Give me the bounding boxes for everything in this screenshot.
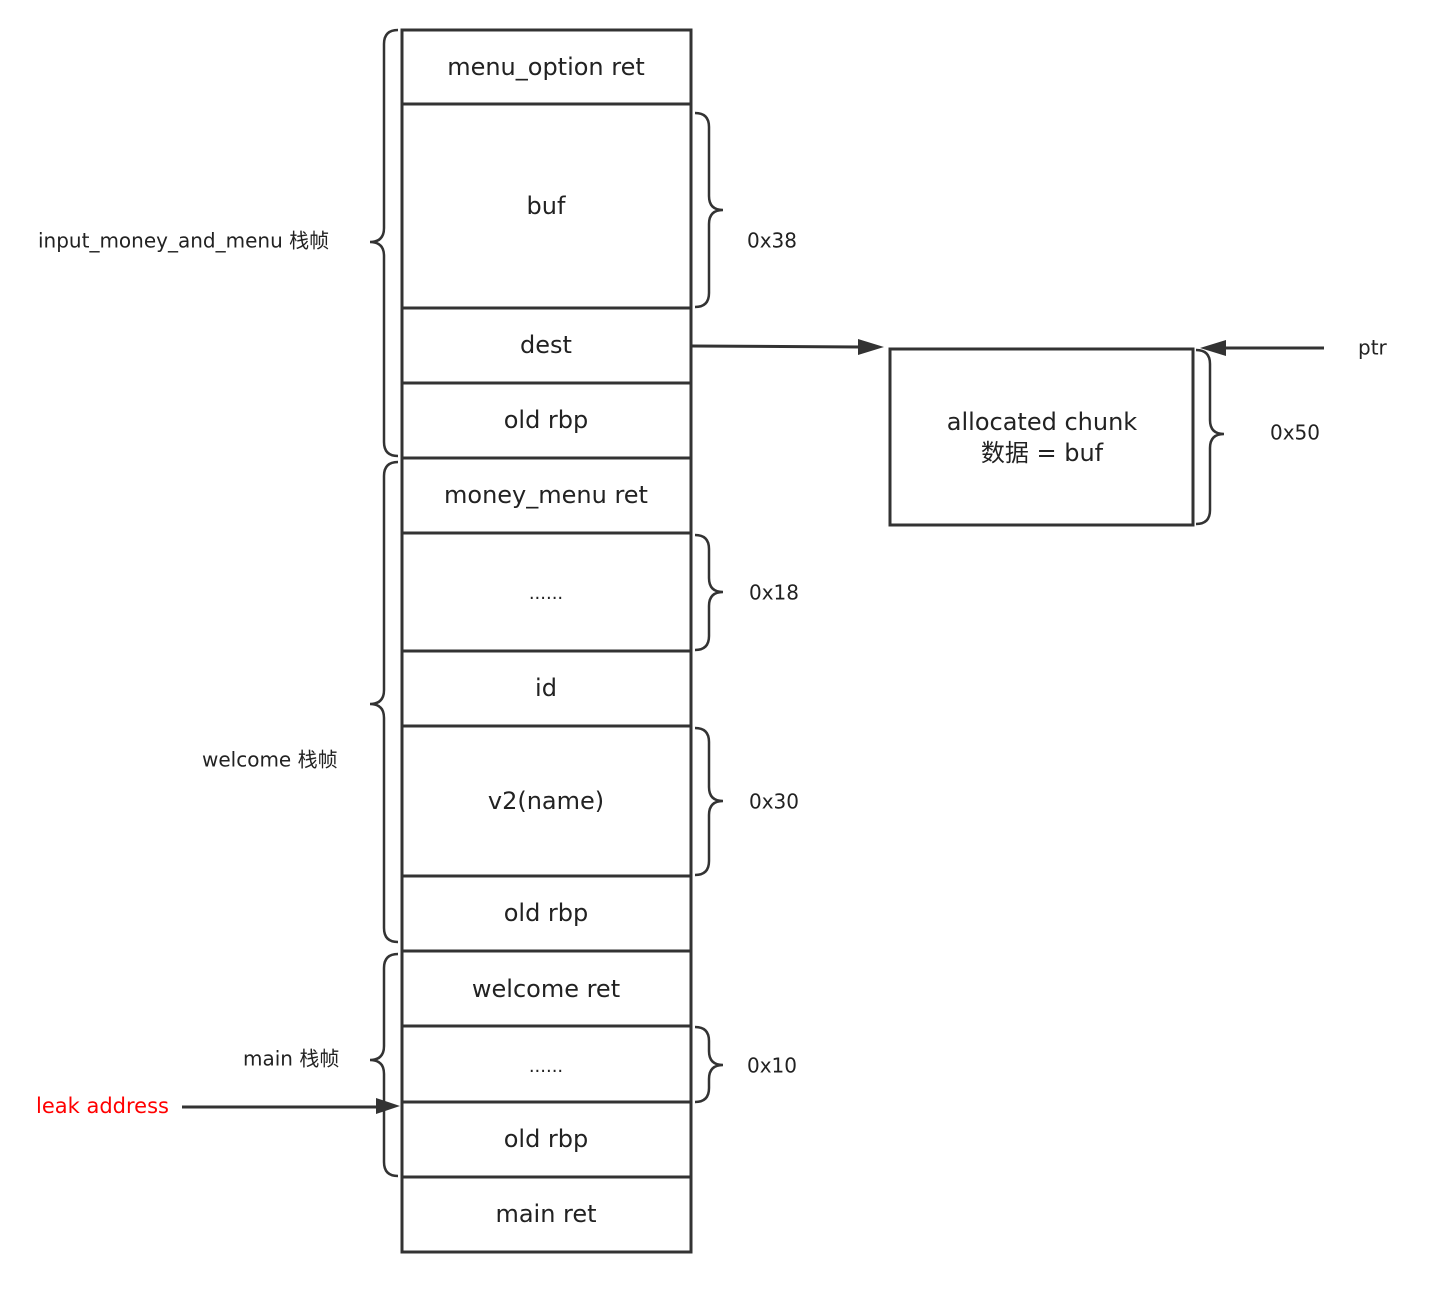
ptr-label: ptr [1358,336,1388,360]
leak-address-label: leak address [36,1094,169,1118]
size-label-chunk: 0x50 [1270,421,1320,445]
size-brace-chunk [1195,348,1225,526]
cell-old-rbp-2: old rbp [504,899,589,927]
frame-label-main: main 栈帧 [243,1047,339,1071]
stack-column [400,28,693,1254]
cell-dest: dest [520,331,572,359]
frame-brace-main [369,952,399,1178]
size-label-padding-2: 0x10 [747,1054,797,1078]
cell-buf: buf [527,192,566,220]
cell-old-rbp-3: old rbp [504,1125,589,1153]
leak-address-arrow [182,1098,400,1114]
cell-old-rbp-1: old rbp [504,406,589,434]
allocated-chunk-box [888,347,1195,527]
frame-label-input-money-and-menu: input_money_and_menu 栈帧 [38,229,329,253]
size-label-padding-1: 0x18 [749,581,799,605]
stack-dividers [402,102,691,1179]
size-brace-padding-1 [694,533,724,652]
dest-arrow [690,339,884,355]
size-label-buf: 0x38 [747,229,797,253]
frame-brace-welcome [369,460,399,944]
cell-v2-name: v2(name) [488,787,604,815]
cell-money-menu-ret: money_menu ret [444,481,648,509]
cell-padding-1: ...... [529,583,563,604]
cell-menu-option-ret: menu_option ret [447,53,645,81]
cell-welcome-ret: welcome ret [472,975,620,1003]
chunk-line1: allocated chunk [947,408,1137,436]
frame-label-welcome: welcome 栈帧 [202,748,338,772]
cell-main-ret: main ret [495,1200,596,1228]
size-brace-v2-name [694,726,724,877]
ptr-arrow [1200,340,1324,356]
frame-brace-input-money-and-menu [369,28,399,458]
chunk-line2: 数据 = buf [981,439,1104,467]
size-brace-padding-2 [694,1025,724,1104]
cell-id: id [535,674,557,702]
size-label-v2-name: 0x30 [749,790,799,814]
cell-padding-2: ...... [529,1056,563,1077]
size-brace-buf [694,111,724,309]
